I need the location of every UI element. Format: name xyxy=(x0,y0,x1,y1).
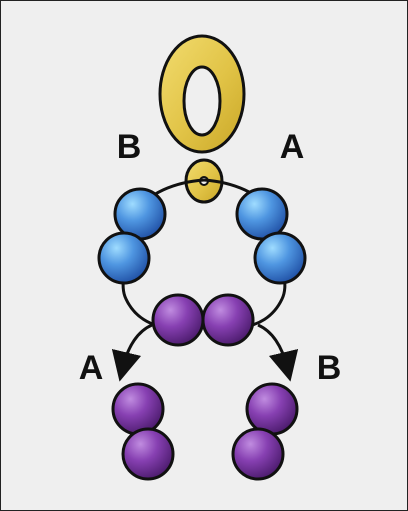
bead-blue-upper-right xyxy=(235,187,289,241)
gold-ring xyxy=(158,34,246,154)
bead-purple-lower-right-bottom xyxy=(231,427,285,481)
thread-left-arrow xyxy=(111,323,153,382)
bead-purple-lower-left-top xyxy=(111,382,165,436)
bead-purple-center-right xyxy=(201,293,255,347)
bead-purple-lower-left-bottom xyxy=(121,427,175,481)
bead-purple-lower-right-top xyxy=(245,382,299,436)
bead-blue-upper-left xyxy=(113,187,167,241)
bead-purple-center-left xyxy=(151,293,205,347)
label-top-left: B xyxy=(117,128,142,166)
label-bottom-right: B xyxy=(317,349,342,387)
thread-right-arrow xyxy=(257,323,299,382)
bead-blue-lower-right xyxy=(253,231,307,285)
label-top-right: A xyxy=(280,128,305,166)
label-bottom-left: A xyxy=(79,349,104,387)
bead-blue-lower-left xyxy=(97,231,151,285)
